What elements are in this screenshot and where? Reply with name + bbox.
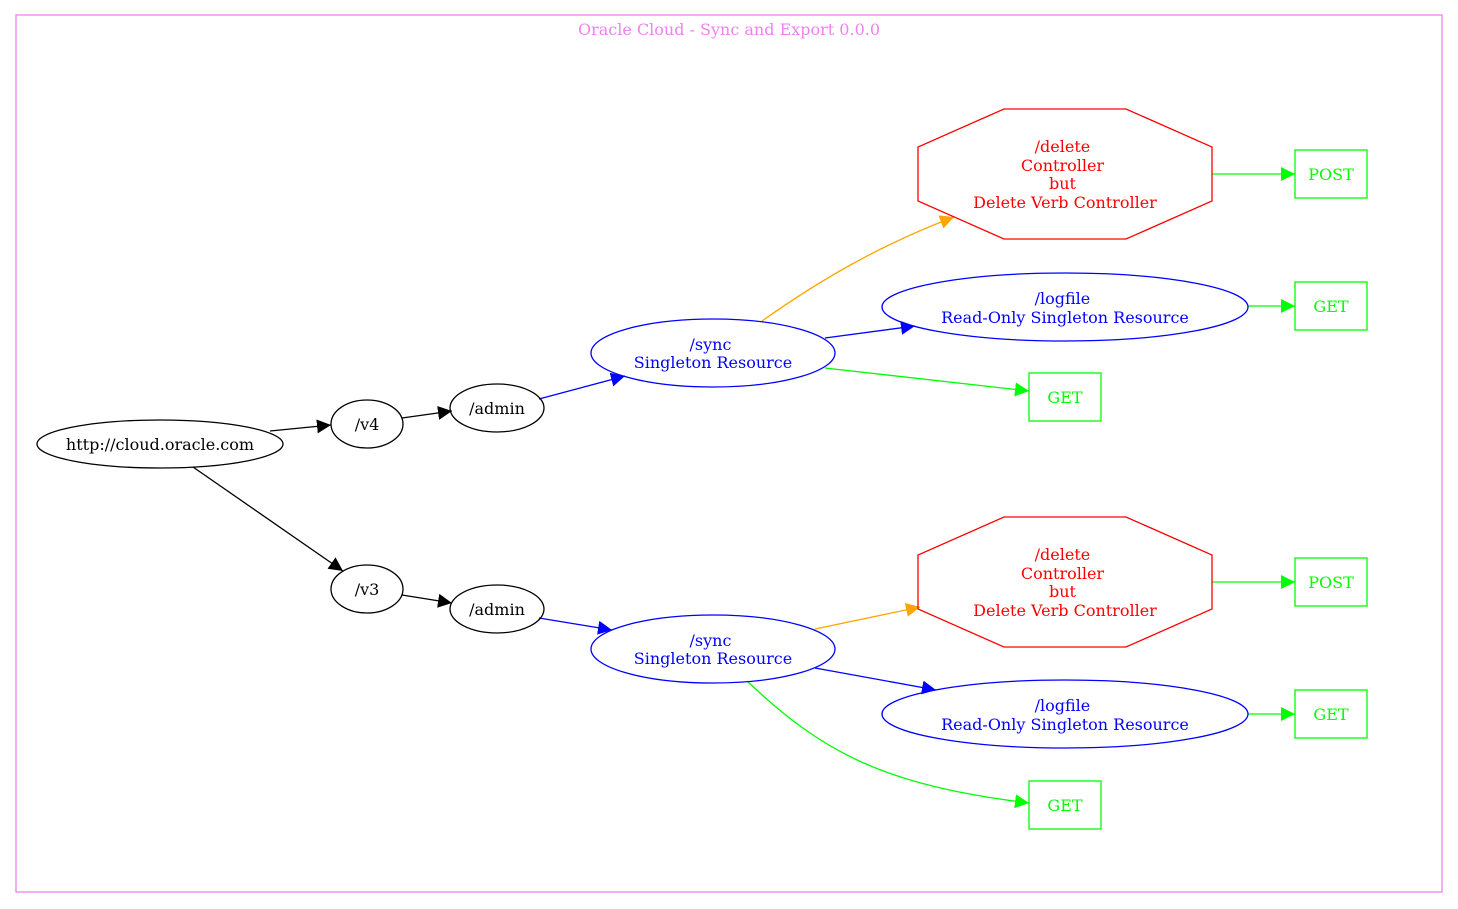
node-v4-logfile-get-label: GET	[1313, 297, 1348, 316]
edge-layer	[192, 167, 1295, 809]
node-root[interactable]: http://cloud.oracle.com	[36, 419, 284, 469]
edge-v4-admin	[401, 406, 453, 420]
node-v4-logfile[interactable]: /logfile Read-Only Singleton Resource	[881, 272, 1249, 342]
cluster-frame	[15, 14, 1443, 893]
node-v4-admin[interactable]: /admin	[449, 383, 545, 433]
node-root-label: http://cloud.oracle.com	[66, 435, 254, 454]
node-v3-delete-post[interactable]: POST	[1294, 557, 1368, 607]
node-v4-logfile-get[interactable]: GET	[1294, 281, 1368, 331]
edge-v4-sync-get	[824, 367, 1030, 397]
node-v4[interactable]: /v4	[330, 399, 404, 449]
node-v4-label: /v4	[355, 415, 380, 434]
node-v3-logfile[interactable]: /logfile Read-Only Singleton Resource	[881, 679, 1249, 749]
node-v3-logfile-get[interactable]: GET	[1294, 689, 1368, 739]
edge-v3-sync-delete	[814, 603, 921, 630]
node-v4-delete[interactable]: /delete Controller but Delete Verb Contr…	[917, 108, 1213, 240]
edge-root-v3	[192, 466, 344, 572]
node-v3[interactable]: /v3	[330, 564, 404, 614]
node-v4-sync[interactable]: /sync Singleton Resource	[590, 318, 836, 388]
node-v3-sync-get-label: GET	[1047, 796, 1082, 815]
edge-v3-admin	[401, 593, 453, 608]
node-v3-delete-post-label: POST	[1308, 573, 1354, 592]
edge-v3-sync-logfile	[814, 667, 937, 695]
edge-v4-sync-delete	[761, 215, 955, 322]
node-v4-sync-label: /sync Singleton Resource	[634, 335, 792, 372]
node-v3-admin-label: /admin	[469, 600, 525, 619]
node-v4-delete-post-label: POST	[1308, 165, 1354, 184]
edge-v3-sync-get	[746, 680, 1030, 809]
node-v3-delete-label: /delete Controller but Delete Verb Contr…	[973, 545, 1157, 620]
node-v3-sync-label: /sync Singleton Resource	[634, 631, 792, 668]
node-v4-delete-post[interactable]: POST	[1294, 149, 1368, 199]
node-v3-label: /v3	[355, 580, 380, 599]
node-v3-sync-get[interactable]: GET	[1028, 780, 1102, 830]
node-v3-sync[interactable]: /sync Singleton Resource	[590, 614, 836, 684]
edge-v4-admin-sync	[538, 372, 626, 400]
node-v4-delete-label: /delete Controller but Delete Verb Contr…	[973, 137, 1157, 212]
node-v4-logfile-label: /logfile Read-Only Singleton Resource	[941, 289, 1189, 327]
node-v3-admin[interactable]: /admin	[449, 584, 545, 634]
node-v4-sync-get-label: GET	[1047, 388, 1082, 407]
node-v3-delete[interactable]: /delete Controller but Delete Verb Contr…	[917, 516, 1213, 648]
node-v4-sync-get[interactable]: GET	[1028, 372, 1102, 422]
node-v3-logfile-label: /logfile Read-Only Singleton Resource	[941, 696, 1189, 734]
node-v4-admin-label: /admin	[469, 399, 525, 418]
edge-v3-admin-sync	[538, 617, 613, 635]
node-v3-logfile-get-label: GET	[1313, 705, 1348, 724]
edge-v4-sync-logfile	[824, 320, 916, 339]
edge-root-v4	[269, 419, 332, 434]
cluster-title: Oracle Cloud - Sync and Export 0.0.0	[578, 20, 880, 39]
